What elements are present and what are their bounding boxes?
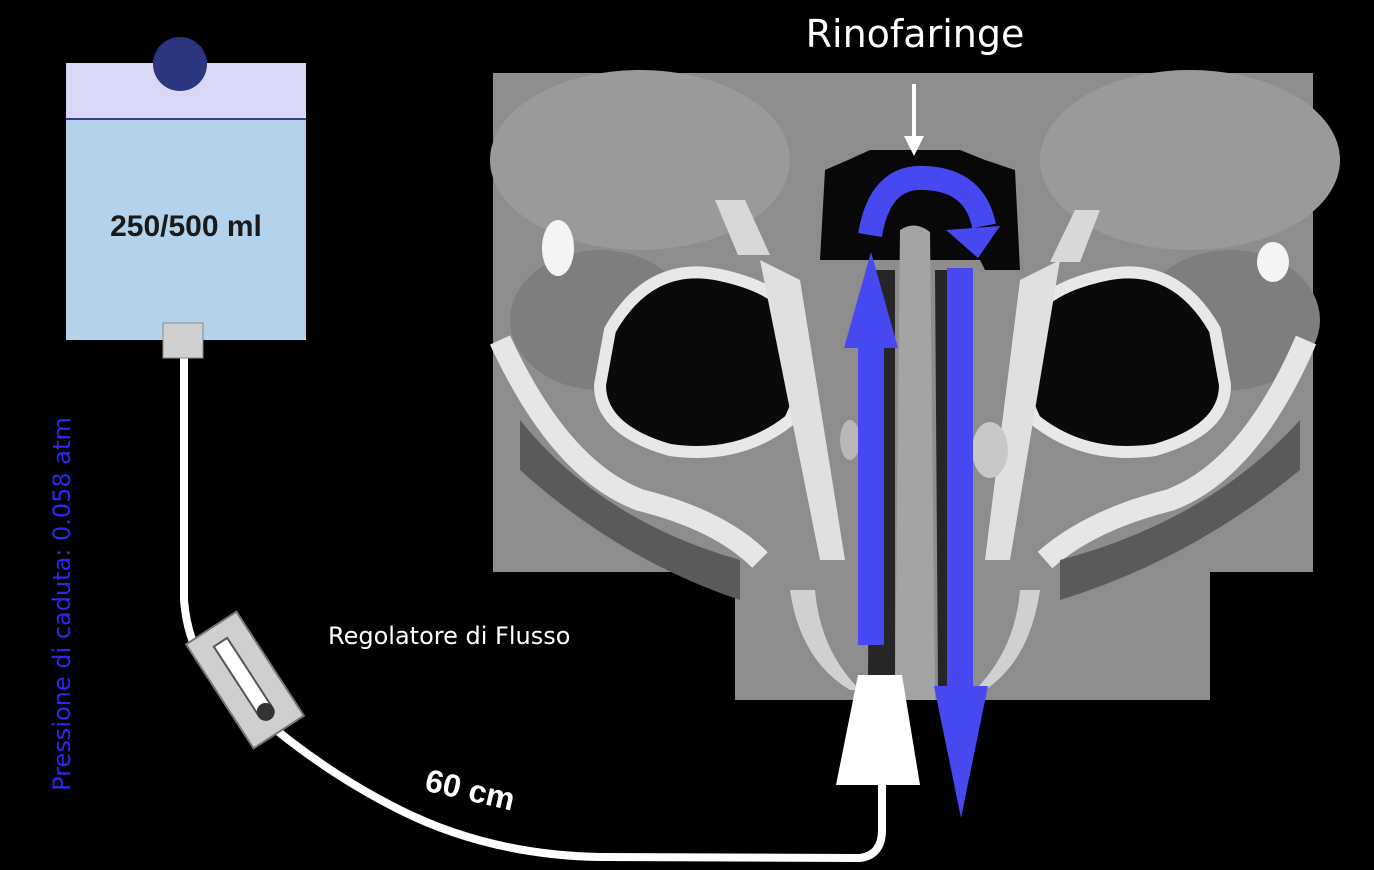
pressure-label: Pressione di caduta: 0.058 atm: [48, 417, 76, 791]
regulator-label: Regolatore di Flusso: [328, 622, 571, 650]
bag-cap-icon: [153, 37, 207, 91]
pointer-arrow-icon: [904, 84, 924, 156]
bag-volume-label: 250/500 ml: [110, 210, 262, 243]
flow-regulator: [184, 610, 306, 750]
irrigation-bag: [66, 37, 306, 359]
bag-outlet: [162, 322, 204, 359]
ct-scan-image: [490, 70, 1340, 701]
flow-down-arrow: [947, 268, 973, 688]
flow-curve-arrow: [858, 165, 996, 238]
title-label: Rinofaringe: [805, 12, 1025, 56]
nasal-nozzle: [836, 675, 920, 785]
flow-up-arrow: [858, 345, 884, 645]
regulator-roller-icon: [256, 702, 275, 721]
flow-arrows: [844, 165, 1000, 818]
